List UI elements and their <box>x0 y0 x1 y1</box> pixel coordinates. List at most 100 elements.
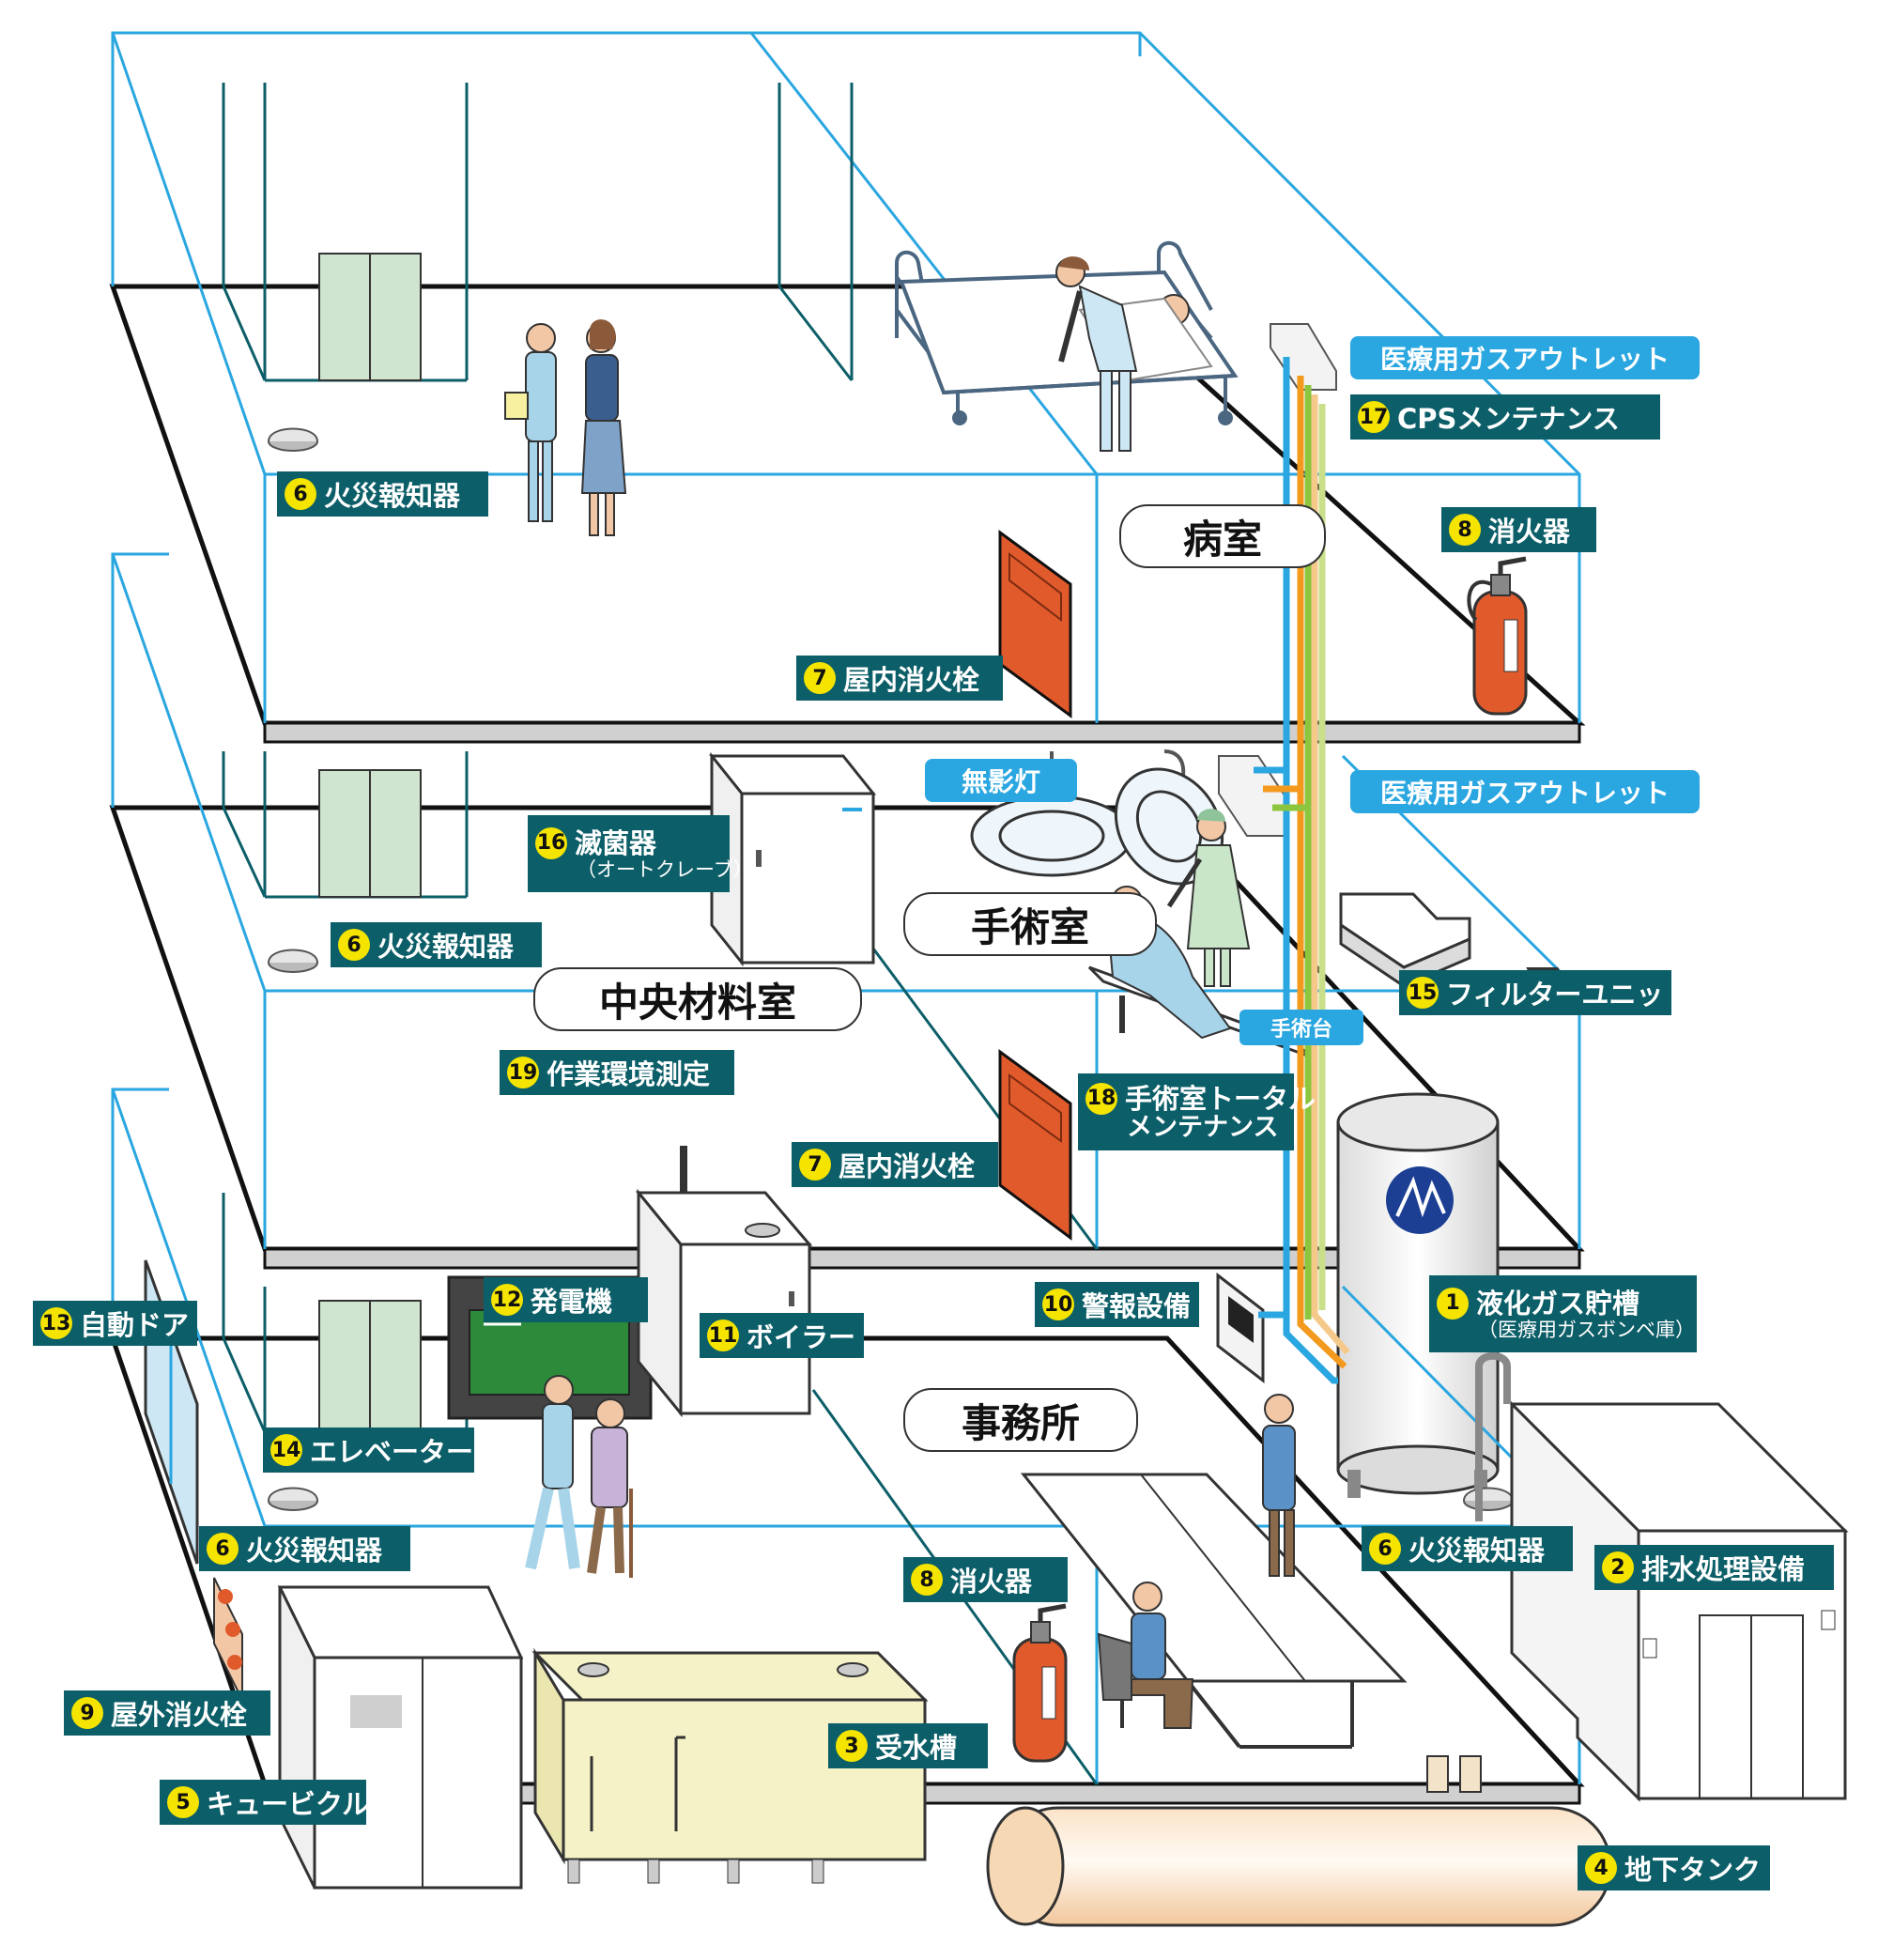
badge-18: 18 <box>1085 1082 1117 1115</box>
label-text: ボイラー <box>747 1321 856 1353</box>
label-text: 発電機 <box>531 1286 613 1318</box>
middle-floor-slab-edge <box>263 1247 1581 1270</box>
badge-15: 15 <box>1407 977 1439 1009</box>
smoke-detector-top <box>268 427 318 452</box>
cubicle <box>277 1585 524 1890</box>
top-floor-slab-edge <box>263 721 1581 744</box>
badge-19: 19 <box>507 1057 539 1088</box>
badge-4: 4 <box>1585 1852 1617 1884</box>
extinguisher-gnd <box>1012 1603 1068 1763</box>
label-subtext: メンテナンス <box>1127 1112 1279 1142</box>
autoclave <box>708 751 877 967</box>
smoke-detector-gnd <box>268 1487 318 1511</box>
label-subtext: （オートクレーブ） <box>577 857 753 881</box>
underground-tank <box>986 1755 1612 1927</box>
badge-16: 16 <box>535 826 567 859</box>
badge-3: 3 <box>836 1730 868 1762</box>
gas-outlet-box-top <box>1270 323 1337 391</box>
label-text: 作業環境測定 <box>546 1058 711 1090</box>
indoor-hydrant-mid <box>998 1049 1072 1241</box>
patient-and-helper <box>525 1375 633 1578</box>
label-text: 排水処理設備 <box>1641 1553 1806 1585</box>
badge-6: 6 <box>285 478 316 510</box>
room-name-ward: 病室 <box>1119 504 1326 568</box>
badge-5: 5 <box>167 1786 199 1818</box>
label-operating-table: 手術台 <box>1239 1010 1363 1045</box>
label-text: 地下タンク <box>1624 1854 1762 1886</box>
badge-12: 12 <box>491 1284 523 1316</box>
label-text: 消火器 <box>950 1566 1033 1597</box>
nurse-top <box>1055 256 1138 452</box>
badge-10: 10 <box>1042 1289 1074 1320</box>
badge-1: 1 <box>1437 1287 1469 1320</box>
label-text: 火災報知器 <box>1408 1535 1546 1566</box>
label-text: 火災報知器 <box>246 1535 383 1566</box>
badge-8: 8 <box>1449 514 1481 546</box>
extinguisher-top <box>1467 556 1528 716</box>
label-text: 屋内消火栓 <box>843 664 980 696</box>
badge-8: 8 <box>911 1564 943 1596</box>
staff-couple <box>504 319 627 536</box>
label-text: エレベーター <box>310 1436 474 1468</box>
top-floor <box>109 31 1586 744</box>
badge-11: 11 <box>707 1320 739 1351</box>
label-shadowless-lamp: 無影灯 <box>925 759 1077 802</box>
badge-2: 2 <box>1602 1551 1634 1583</box>
label-subtext: （医療用ガスボンベ庫） <box>1478 1318 1695 1341</box>
label-text: 滅菌器 <box>575 826 657 859</box>
room-name-operating: 手術室 <box>903 892 1157 956</box>
label-text: 屋外消火栓 <box>111 1699 248 1731</box>
indoor-hydrant-top <box>998 530 1072 718</box>
smoke-detector-mid <box>268 949 318 973</box>
badge-6: 6 <box>207 1533 239 1565</box>
badge-14: 14 <box>270 1434 302 1466</box>
label-boiler: 11 ボイラー <box>700 1313 864 1358</box>
smoke-detector-right <box>1463 1487 1514 1511</box>
badge-9: 9 <box>71 1697 103 1729</box>
label-text: キュービクル <box>207 1788 370 1820</box>
office-worker-standing <box>1262 1394 1296 1577</box>
label-text: 屋内消火栓 <box>839 1150 976 1182</box>
label-text: 警報設備 <box>1082 1290 1192 1322</box>
label-text: 火災報知器 <box>324 480 461 512</box>
label-text: 手術室トータル <box>1125 1082 1316 1115</box>
label-text: CPSメンテナンス <box>1397 403 1620 435</box>
room-name-central-supply: 中央材料室 <box>533 967 862 1031</box>
alarm-panel <box>1216 1272 1265 1384</box>
badge-17: 17 <box>1358 401 1390 433</box>
label-text: 火災報知器 <box>377 931 515 963</box>
label-text: 消火器 <box>1488 516 1571 548</box>
label-alarm-equipment: 10 警報設備 <box>1035 1282 1199 1327</box>
badge-6: 6 <box>1369 1533 1401 1565</box>
badge-13: 13 <box>40 1307 72 1339</box>
room-name-office: 事務所 <box>903 1388 1138 1452</box>
office-table <box>1020 1473 1408 1749</box>
badge-6: 6 <box>338 929 370 961</box>
label-text: 自動ドア <box>80 1309 190 1341</box>
surgeon <box>1166 809 1251 987</box>
badge-7: 7 <box>799 1149 831 1181</box>
label-gas-outlet-mid: 医療用ガスアウトレット <box>1350 770 1700 813</box>
label-text: 受水槽 <box>875 1732 958 1764</box>
office-worker-seated <box>1097 1582 1194 1729</box>
